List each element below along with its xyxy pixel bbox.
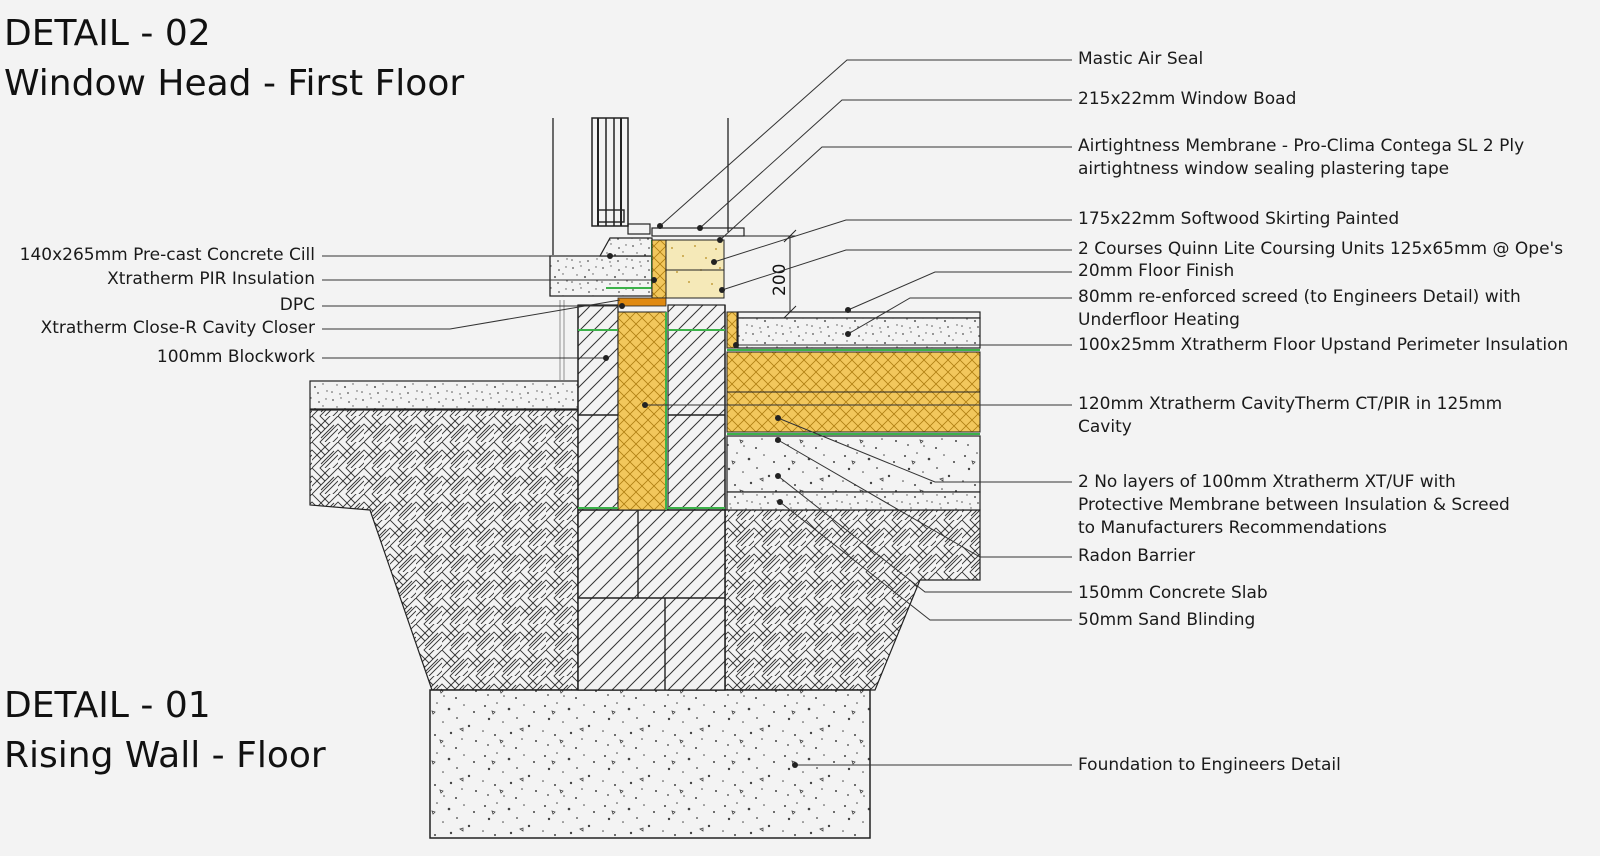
detail-01-title: DETAIL - 01	[4, 685, 211, 726]
hardcore-fill	[309, 409, 579, 691]
label-line: 150mm Concrete Slab	[1078, 583, 1268, 603]
label-floor-finish: 20mm Floor Finish	[1078, 260, 1234, 283]
label-window-board: 215x22mm Window Boad	[1078, 88, 1296, 111]
label-dpc: DPC	[279, 295, 315, 315]
sand-blinding	[726, 491, 981, 511]
label-line: to Manufacturers Recommendations	[1078, 518, 1387, 538]
label-line: Radon Barrier	[1078, 546, 1196, 566]
right-leader-dots	[642, 223, 851, 768]
label-line: Airtightness Membrane - Pro-Clima Conteg…	[1078, 136, 1525, 156]
label-mastic-air-seal: Mastic Air Seal	[1078, 48, 1203, 71]
label-line: 80mm re-enforced screed (to Engineers De…	[1078, 287, 1521, 307]
label-pir-insulation: Xtratherm PIR Insulation	[107, 269, 315, 289]
label-screed: 80mm re-enforced screed (to Engineers De…	[1078, 286, 1521, 332]
label-line: Underfloor Heating	[1078, 310, 1240, 330]
quinn-lite-speckle	[671, 245, 721, 285]
label-line: 2 Courses Quinn Lite Coursing Units 125x…	[1078, 239, 1564, 259]
label-skirting: 175x22mm Softwood Skirting Painted	[1078, 208, 1399, 231]
left-leader-dots	[603, 253, 657, 361]
label-foundation: Foundation to Engineers Detail	[1078, 754, 1341, 777]
label-line: Protective Membrane between Insulation &…	[1078, 495, 1510, 515]
hardcore-fill-right	[724, 509, 981, 691]
cavity-insulation	[617, 311, 667, 511]
label-perimeter-insulation: 100x25mm Xtratherm Floor Upstand Perimet…	[1078, 334, 1568, 357]
concrete-slab	[726, 435, 981, 493]
external-ground-strip	[309, 380, 579, 410]
right-leader-lines	[645, 59, 1072, 766]
label-cavitytherm: 120mm Xtratherm CavityTherm CT/PIR in 12…	[1078, 393, 1502, 439]
label-concrete-slab: 150mm Concrete Slab	[1078, 582, 1268, 605]
substructure-blocks	[577, 509, 726, 691]
label-line: airtightness window sealing plastering t…	[1078, 159, 1450, 179]
pir-insulation-head	[651, 239, 667, 299]
quinn-lite-units	[665, 239, 725, 299]
label-line: 215x22mm Window Boad	[1078, 89, 1297, 109]
label-airtightness-membrane: Airtightness Membrane - Pro-Clima Conteg…	[1078, 135, 1524, 181]
label-line: 2 No layers of 100mm Xtratherm XT/UF wit…	[1078, 472, 1456, 492]
precast-cill	[549, 255, 653, 297]
label-radon-barrier: Radon Barrier	[1078, 545, 1195, 568]
label-precast-cill: 140x265mm Pre-cast Concrete Cill	[19, 245, 315, 265]
screed-layer	[737, 317, 981, 349]
detail-02-subtitle: Window Head - First Floor	[4, 63, 465, 104]
floor-insulation-upper	[726, 351, 981, 393]
dimension-200	[740, 229, 797, 319]
label-floor-insulation-layers: 2 No layers of 100mm Xtratherm XT/UF wit…	[1078, 471, 1510, 540]
floor-insulation-lower	[726, 391, 981, 433]
label-line: 50mm Sand Blinding	[1078, 610, 1256, 630]
label-line: Mastic Air Seal	[1078, 49, 1204, 69]
cill-upstand	[598, 237, 653, 257]
perimeter-upstand-insulation	[726, 311, 738, 349]
label-line: Foundation to Engineers Detail	[1078, 755, 1341, 775]
label-line: 120mm Xtratherm CavityTherm CT/PIR in 12…	[1078, 394, 1503, 414]
label-blockwork: 100mm Blockwork	[156, 347, 315, 367]
label-cavity-closer: Xtratherm Close-R Cavity Closer	[40, 318, 315, 338]
dpc-strip	[617, 297, 667, 307]
left-leader-lines	[322, 255, 654, 359]
label-sand-blinding: 50mm Sand Blinding	[1078, 609, 1255, 632]
label-line: 100x25mm Xtratherm Floor Upstand Perimet…	[1078, 335, 1569, 355]
label-quinn-lite: 2 Courses Quinn Lite Coursing Units 125x…	[1078, 238, 1563, 261]
dimension-200-label: 200	[770, 264, 790, 296]
detail-01-subtitle: Rising Wall - Floor	[4, 735, 326, 776]
label-line: 20mm Floor Finish	[1078, 261, 1235, 281]
label-line: Cavity	[1078, 417, 1132, 437]
window-frame	[552, 117, 745, 255]
foundation	[429, 689, 871, 839]
detail-02-title: DETAIL - 02	[4, 13, 211, 54]
floor-finish	[737, 311, 981, 319]
label-line: 175x22mm Softwood Skirting Painted	[1078, 209, 1400, 229]
